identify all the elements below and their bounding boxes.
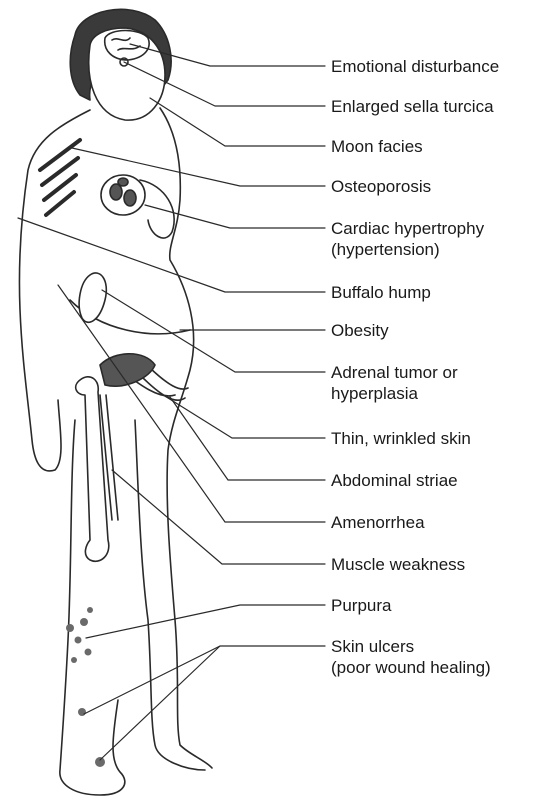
label-osteoporosis: Osteoporosis (331, 176, 431, 197)
label-skin-ulcers: Skin ulcers(poor wound healing) (331, 636, 491, 678)
kidney-icon (79, 273, 106, 322)
torso-right (160, 108, 212, 768)
brain-icon (105, 31, 149, 61)
label-cardiac-hypertrophy: Cardiac hypertrophy(hypertension) (331, 218, 484, 260)
femur-icon (76, 377, 109, 562)
torso-left (19, 110, 90, 471)
label-emotional-disturbance: Emotional disturbance (331, 56, 499, 77)
label-thin-wrinkled-skin: Thin, wrinkled skin (331, 428, 471, 449)
label-enlarged-sella-turcica: Enlarged sella turcica (331, 96, 494, 117)
label-amenorrhea: Amenorrhea (331, 512, 425, 533)
label-obesity: Obesity (331, 320, 389, 341)
spine-icon (40, 140, 80, 215)
heart-icon (101, 175, 145, 215)
label-abdominal-striae: Abdominal striae (331, 470, 458, 491)
purpura-spots (66, 607, 105, 767)
label-muscle-weakness: Muscle weakness (331, 554, 465, 575)
label-purpura: Purpura (331, 595, 391, 616)
label-buffalo-hump: Buffalo hump (331, 282, 431, 303)
label-moon-facies: Moon facies (331, 136, 423, 157)
